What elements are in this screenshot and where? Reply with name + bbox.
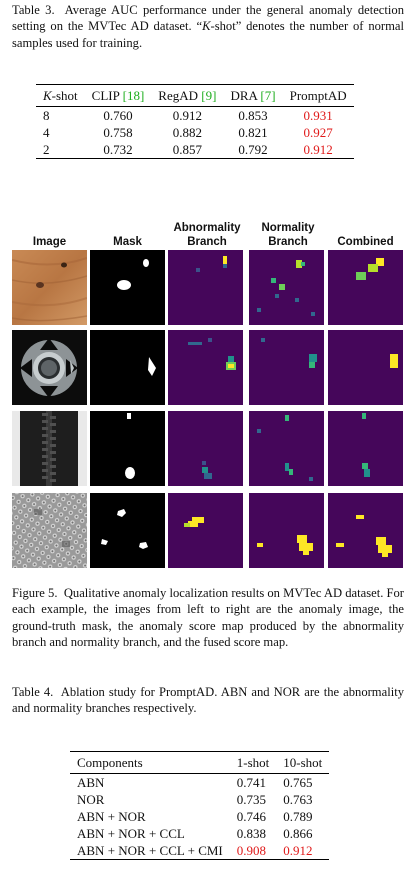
table4-caption-label: Table 4. (12, 685, 54, 699)
table4-cell-components: ABN + NOR + CCL + CMI (77, 842, 223, 858)
table4-header-10shot: 10-shot (283, 754, 323, 770)
table3-cell-k: 2 (43, 141, 50, 157)
figure5-caption-label: Figure 5. (12, 586, 58, 600)
mask-wood (90, 250, 165, 325)
table3-header-regad-name: RegAD (158, 87, 199, 103)
table3: K-shot CLIP [18] RegAD [9] DRA [7] Promp… (36, 84, 354, 159)
table3-row: 8 0.760 0.912 0.853 0.931 (36, 107, 354, 125)
table3-caption-label: Table 3. (12, 3, 55, 17)
table4-cell-1shot: 0.735 (236, 791, 266, 807)
table4-cell-components: NOR (77, 791, 105, 807)
table4-cell-10shot: 0.866 (283, 825, 313, 841)
heatmap-abn-grid (168, 493, 243, 568)
table3-cell-dra: 0.792 (238, 141, 268, 157)
image-metal-nut (12, 330, 87, 405)
table3-header-promptad: PromptAD (289, 87, 347, 103)
table4-cell-1shot: 0.838 (236, 825, 266, 841)
heatmap-combined-grid (328, 493, 403, 568)
heatmap-abn-zipper (168, 411, 243, 486)
table3-header-dra: DRA [7] (223, 85, 282, 107)
fig-header-image: Image (32, 236, 67, 248)
table3-cell-regad: 0.912 (172, 107, 202, 123)
table4-row: ABN + NOR + CCL 0.838 0.866 (70, 825, 329, 842)
table3-cell-dra: 0.853 (238, 107, 268, 123)
table4-header-components: Components (77, 754, 143, 770)
table3-cell-promptad: 0.912 (303, 141, 333, 157)
mask-grid (90, 493, 165, 568)
fig-header-abnormality: Abnormality Branch (173, 222, 241, 248)
heatmap-nor-grid (249, 493, 324, 568)
table4-row: ABN + NOR + CCL + CMI 0.908 0.912 (70, 842, 330, 860)
fig-header-normality: Normality Branch (261, 222, 315, 248)
table4-cell-components: ABN + NOR (77, 808, 146, 824)
heatmap-combined-metal-nut (328, 330, 403, 405)
table3-header-clip: CLIP [18] (85, 85, 152, 107)
heatmap-abn-wood (168, 250, 243, 325)
table3-caption: Table 3. Average AUC performance under t… (12, 2, 404, 51)
heatmap-nor-zipper (249, 411, 324, 486)
table3-caption-pre: Average AUC performance under the genera… (12, 3, 404, 34)
table3-cell-clip: 0.760 (103, 107, 133, 123)
table4-row: ABN + NOR 0.746 0.789 (70, 808, 329, 825)
table4-header-1shot: 1-shot (236, 754, 270, 770)
table4-cell-10shot: 0.765 (283, 774, 313, 790)
table3-cell-clip: 0.758 (103, 124, 133, 140)
table4-cell-10shot: 0.763 (283, 791, 313, 807)
table3-caption-k: K (202, 19, 211, 34)
table3-cell-regad: 0.882 (172, 124, 202, 140)
heatmap-abn-metal-nut (168, 330, 243, 405)
table3-header-kshot-rest: -shot (51, 87, 78, 103)
figure5-caption-text: Qualitative anomaly localization results… (12, 586, 404, 650)
table3-header-kshot-k: K (43, 87, 52, 103)
figure5-caption: Figure 5. Qualitative anomaly localizati… (12, 585, 404, 651)
table4-row: NOR 0.735 0.763 (70, 791, 329, 808)
table3-cell-promptad: 0.927 (303, 124, 333, 140)
table4-caption-text: Ablation study for PromptAD. ABN and NOR… (12, 685, 404, 716)
table4-caption: Table 4. Ablation study for PromptAD. AB… (12, 684, 404, 717)
image-zipper (12, 411, 87, 486)
table4-cell-components: ABN + NOR + CCL (77, 825, 185, 841)
table3-cell-promptad: 0.931 (303, 107, 333, 123)
table3-header-clip-ref[interactable]: [18] (122, 87, 145, 103)
heatmap-combined-zipper (328, 411, 403, 486)
mask-zipper (90, 411, 165, 486)
table4-cell-10shot: 0.789 (283, 808, 313, 824)
table3-cell-dra: 0.821 (238, 124, 268, 140)
table4-row: ABN 0.741 0.765 (70, 774, 329, 792)
table4: Components 1-shot 10-shot ABN 0.741 0.76… (70, 751, 330, 860)
table3-cell-regad: 0.857 (172, 141, 202, 157)
table3-caption-post: -shot” denotes the number of normal samp… (12, 19, 404, 50)
table3-header-dra-name: DRA (230, 87, 258, 103)
heatmap-nor-wood (249, 250, 324, 325)
table3-header-regad: RegAD [9] (151, 85, 223, 107)
table3-header-kshot: K-shot (36, 85, 85, 107)
table3-header-dra-ref[interactable]: [7] (260, 87, 276, 103)
fig-header-mask: Mask (113, 236, 142, 248)
mask-metal-nut (90, 330, 165, 405)
table3-row: 2 0.732 0.857 0.792 0.912 (36, 141, 354, 159)
table4-cell-components: ABN (77, 774, 105, 790)
heatmap-combined-wood (328, 250, 403, 325)
image-wood (12, 250, 87, 325)
table4-cell-10shot: 0.912 (283, 842, 313, 858)
heatmap-nor-metal-nut (249, 330, 324, 405)
table3-header-row: K-shot CLIP [18] RegAD [9] DRA [7] Promp… (36, 84, 354, 107)
table3-cell-clip: 0.732 (103, 141, 133, 157)
table3-cell-k: 8 (43, 107, 50, 123)
image-grid (12, 493, 87, 568)
table4-cell-1shot: 0.746 (236, 808, 266, 824)
fig-header-combined: Combined (337, 236, 394, 248)
table4-cell-1shot: 0.908 (236, 842, 266, 858)
table3-row: 4 0.758 0.882 0.821 0.927 (36, 124, 354, 141)
table3-cell-k: 4 (43, 124, 50, 140)
table3-header-regad-ref[interactable]: [9] (201, 87, 217, 103)
table3-header-clip-name: CLIP (91, 87, 120, 103)
table4-cell-1shot: 0.741 (236, 774, 266, 790)
table4-header-row: Components 1-shot 10-shot (70, 751, 330, 774)
